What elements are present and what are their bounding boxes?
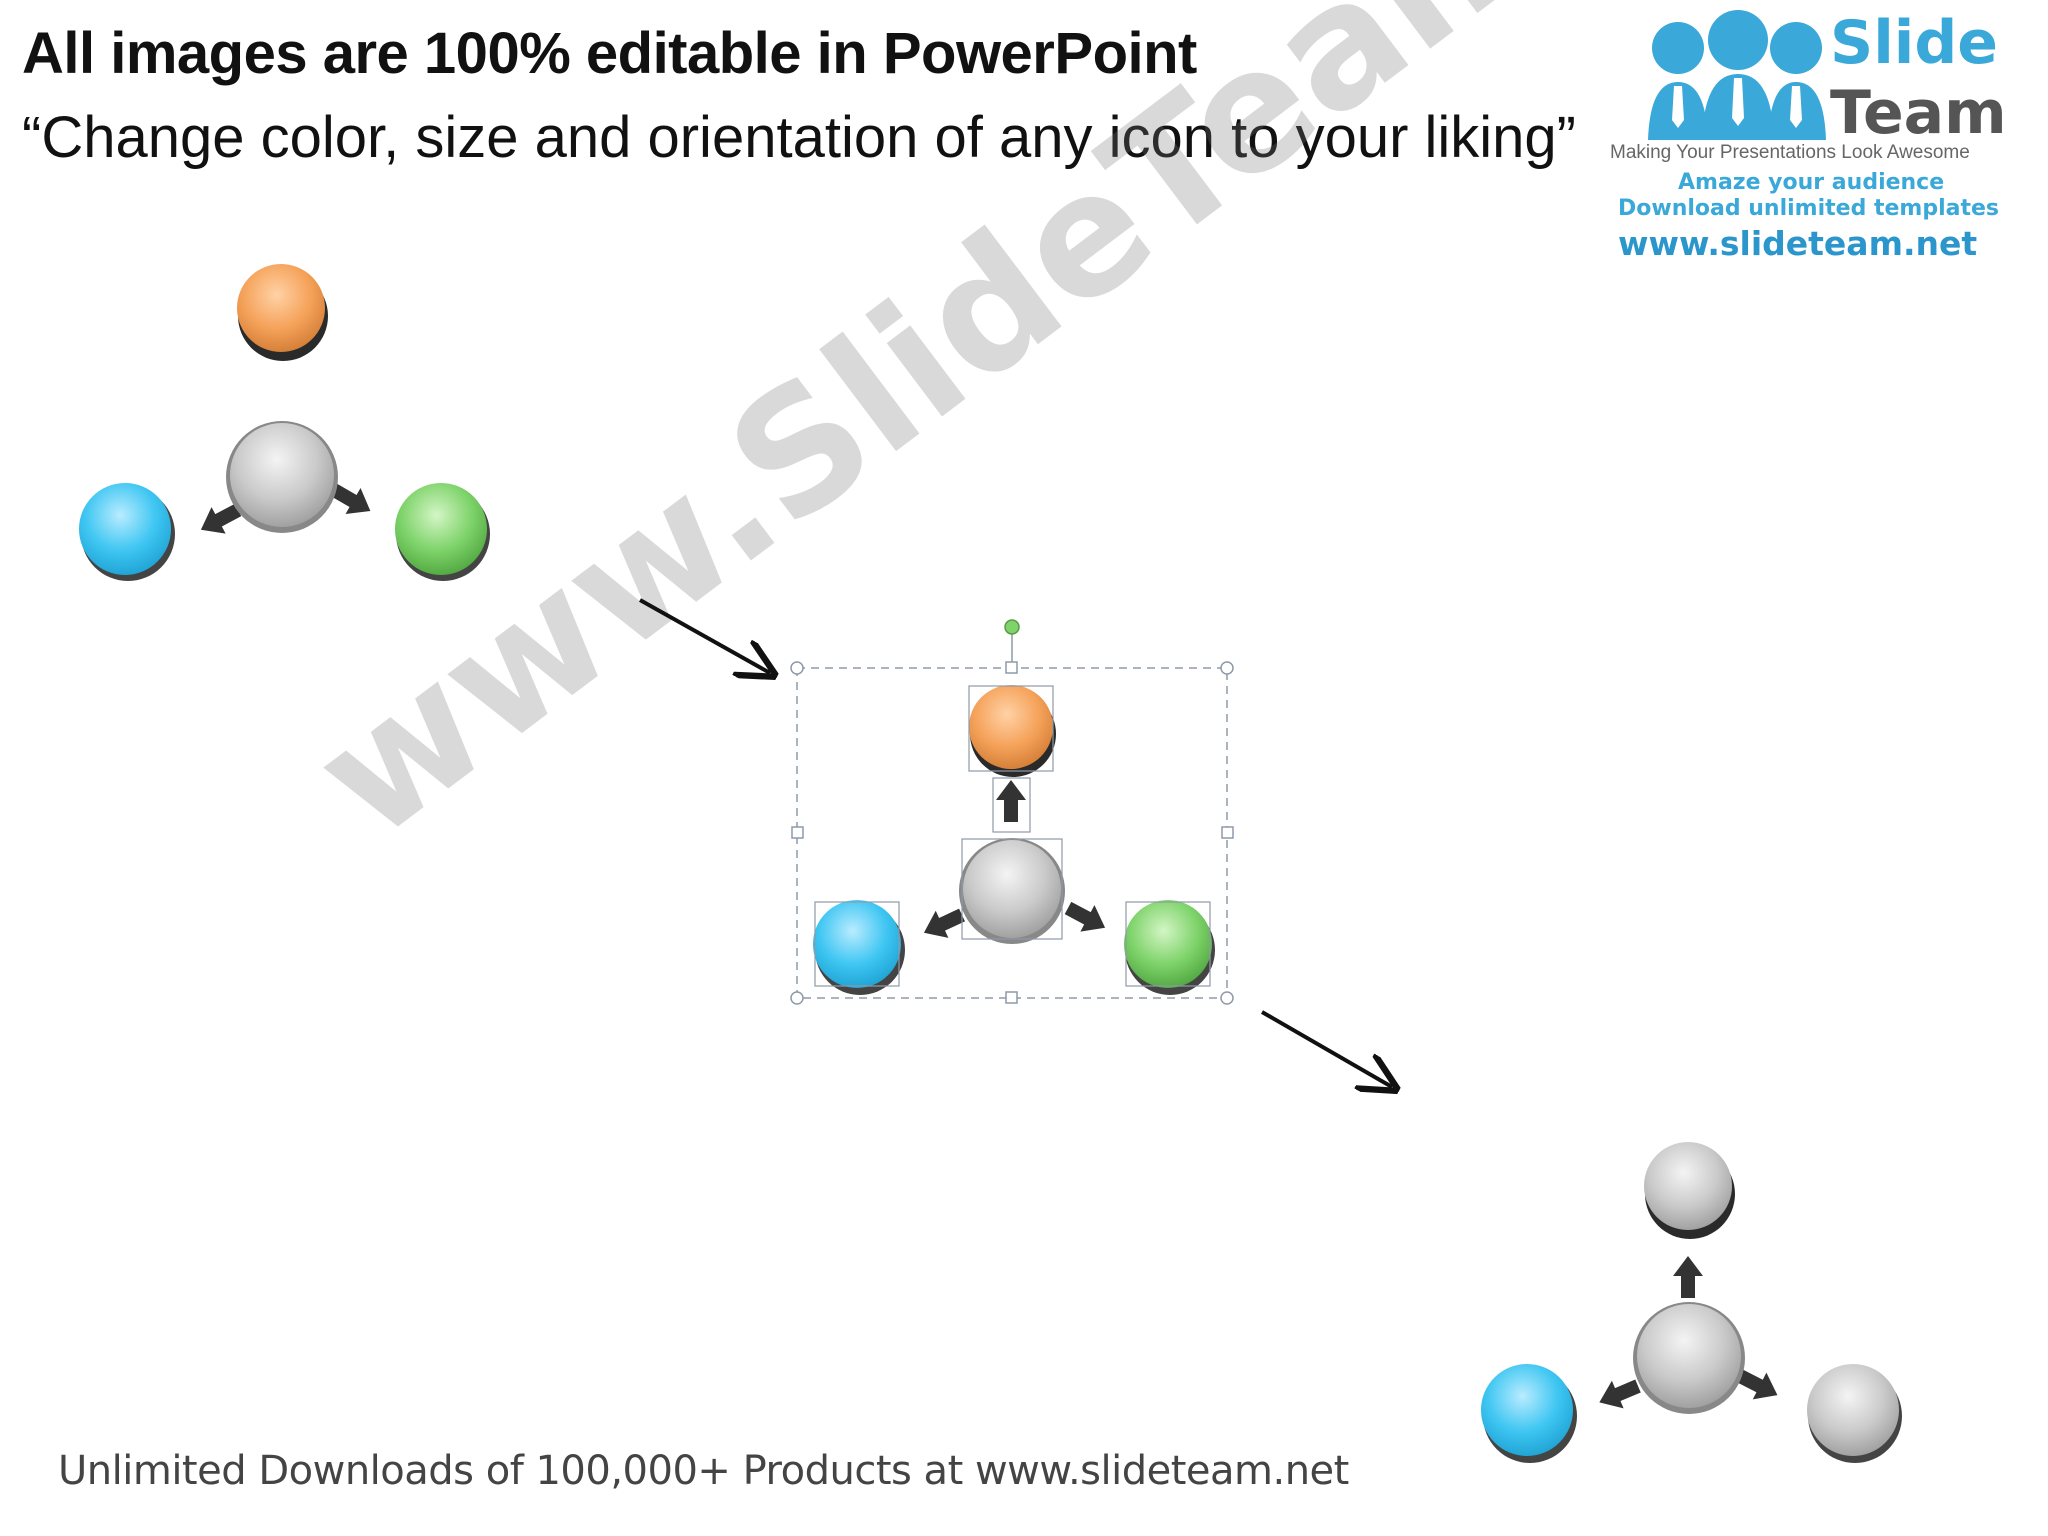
arrow-icon [200,503,242,534]
hub-diagram-1[interactable] [79,264,490,581]
slideteam-logo: Slide Team Making Your Presentations Loo… [1610,0,2040,270]
selection-handle-icon[interactable] [790,661,804,675]
arrow-icon [923,908,965,938]
arrow-icon [996,780,1026,822]
arrow-icon [1599,1379,1641,1409]
center-node[interactable] [1637,1304,1741,1408]
selection-handle-icon[interactable] [791,826,804,839]
arrow-icon [1736,1369,1778,1400]
green-node[interactable] [395,483,487,575]
page-subtitle: “Change color, size and orientation of a… [22,105,1576,170]
blue-node[interactable] [813,900,901,988]
selection-handle-icon[interactable] [1220,661,1234,675]
logo-tagline: Making Your Presentations Look Awesome [1610,142,1970,163]
center-node[interactable] [230,423,334,527]
center-node[interactable] [963,840,1061,938]
footer-text: Unlimited Downloads of 100,000+ Products… [58,1448,1349,1494]
gray-top-node[interactable] [1644,1142,1732,1230]
green-node[interactable] [1124,900,1212,988]
hub-diagram-3[interactable] [1481,1142,1902,1463]
selection-handle-icon[interactable] [1220,991,1234,1005]
arrow-icon [330,483,371,514]
selection-handle-icon[interactable] [1005,991,1018,1004]
selection-handle-icon[interactable] [1221,826,1234,839]
blue-node[interactable] [79,483,171,575]
pointer-arrow-1 [639,598,770,673]
logo-line-amaze: Amaze your audience [1678,170,1945,195]
blue-node[interactable] [1481,1364,1573,1456]
logo-word-team: Team [1830,78,2007,148]
arrow-icon [1673,1256,1703,1298]
gray-right-node[interactable] [1807,1364,1899,1456]
arrow-icon [1064,901,1106,932]
orange-node[interactable] [969,685,1053,769]
selection-handle-icon[interactable] [1005,661,1018,674]
page-title: All images are 100% editable in PowerPoi… [22,21,1197,86]
logo-line-download: Download unlimited templates [1618,196,2000,221]
logo-word-slide: Slide [1830,8,1998,78]
hub-diagram-2-selected[interactable] [790,619,1234,1005]
orange-node[interactable] [237,264,325,352]
logo-url[interactable]: www.slideteam.net [1618,224,1978,263]
people-logo-icon [1648,10,1826,140]
rotate-handle[interactable] [1004,619,1020,635]
pointer-arrow-2 [1261,1010,1392,1087]
selection-handle-icon[interactable] [790,991,804,1005]
